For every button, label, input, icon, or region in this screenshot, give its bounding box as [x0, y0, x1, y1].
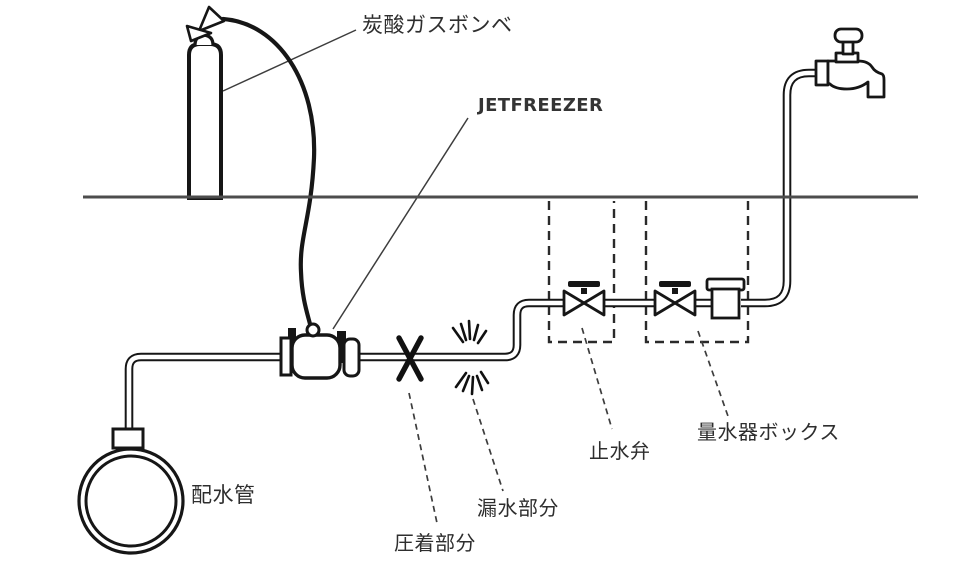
leader-line-crimp-section — [408, 392, 438, 524]
gas-hose — [220, 16, 317, 331]
faucet-handle — [833, 27, 864, 44]
meter-box-outline — [644, 201, 750, 344]
label-crimp-section: 圧着部分 — [394, 531, 476, 555]
meter-valve-symbol — [653, 281, 697, 317]
cylinder-valve-icon — [197, 5, 226, 33]
leader-line-stop-valve — [581, 327, 613, 430]
leak-spray-upper — [451, 319, 488, 345]
label-distribution-pipe: 配水管 — [191, 483, 256, 507]
leader-line-jetfreezer — [332, 117, 469, 330]
label-meter-box: 量水器ボックス — [697, 420, 840, 444]
label-gas-cylinder: 炭酸ガスボンベ — [362, 13, 513, 37]
distribution-main-pipe — [77, 427, 185, 555]
stop-valve-box-outline — [547, 201, 616, 344]
gas-cylinder — [185, 5, 317, 331]
label-jetfreezer: JETFREEZER — [478, 95, 604, 116]
label-leak-section: 漏水部分 — [477, 496, 559, 520]
leader-line-leak-section — [472, 398, 504, 492]
standpipe — [741, 68, 819, 308]
water-meter — [705, 277, 746, 320]
leader-line-meter-box — [697, 330, 730, 420]
crimp-x-mark — [396, 335, 424, 382]
faucet — [814, 27, 886, 99]
cylinder-valve-icon — [185, 24, 213, 43]
leak-spray-lower — [454, 370, 490, 396]
hose-nipple — [305, 322, 321, 338]
jetfreezer-device — [279, 322, 361, 380]
stop-valve-symbol — [562, 281, 606, 317]
saddle-fitting — [111, 427, 145, 450]
service-pipe — [124, 298, 715, 436]
label-stop-valve: 止水弁 — [589, 439, 651, 463]
